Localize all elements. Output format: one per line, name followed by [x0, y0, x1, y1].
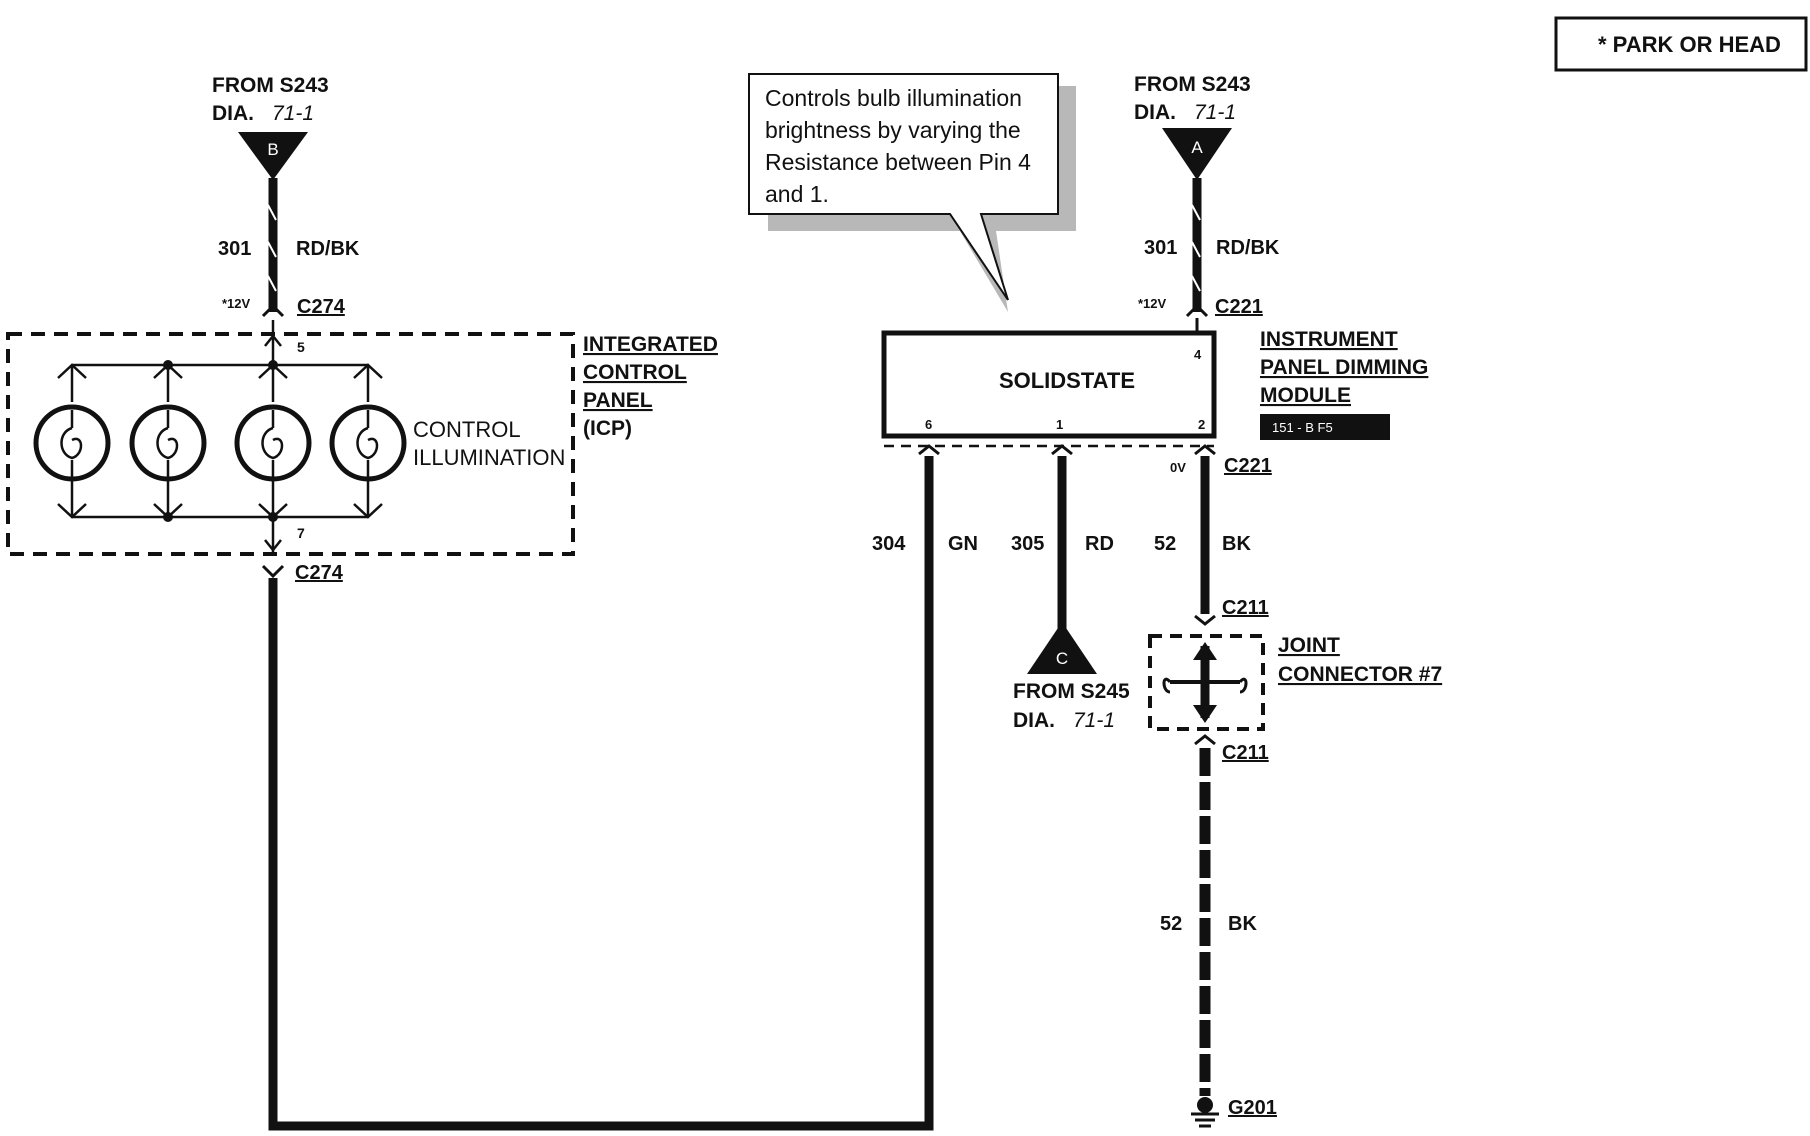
- module-name-line-2: PANEL DIMMING: [1260, 356, 1428, 379]
- module-pin-1: 1: [1056, 417, 1063, 432]
- joint-connector: JOINT CONNECTOR #7 C211: [1148, 634, 1442, 764]
- module-name-line-1: INSTRUMENT: [1260, 328, 1398, 351]
- wire-305-circuit: 305: [1011, 533, 1044, 555]
- source-a-letter: A: [1191, 138, 1203, 157]
- module-label: SOLIDSTATE: [999, 368, 1135, 393]
- module-ref: 151 - B F5: [1272, 420, 1333, 435]
- ground-icon: G201: [1191, 1097, 1277, 1128]
- icp-feed-color: RD/BK: [296, 238, 360, 260]
- module-pin-4: 4: [1194, 347, 1202, 362]
- source-c-letter: C: [1056, 649, 1068, 668]
- source-c: C FROM S245 DIA. 71-1: [1013, 622, 1130, 732]
- icp-feed-connector: C274: [297, 296, 346, 318]
- source-b-triangle: [238, 132, 308, 180]
- ground-label: G201: [1228, 1097, 1277, 1119]
- source-a: FROM S243 DIA. 71-1 A: [1134, 73, 1251, 180]
- module-feed-wire: 301 RD/BK *12V C221: [1138, 178, 1280, 318]
- module-feed-voltage: *12V: [1138, 296, 1167, 311]
- icp-name-line-4: (ICP): [583, 417, 632, 440]
- callout-line-2: brightness by varying the: [765, 117, 1021, 143]
- wire-304-circuit: 304: [872, 533, 906, 555]
- source-b-letter: B: [267, 140, 278, 159]
- bulb-icon: [33, 363, 111, 519]
- source-b-from: FROM S243: [212, 74, 329, 97]
- wire-52-top: 0V C221 52 BK C211: [1154, 444, 1272, 626]
- icp-function-line-1: CONTROL: [413, 417, 521, 442]
- module-out-connector: C221: [1224, 455, 1272, 477]
- joint-line-2: CONNECTOR #7: [1278, 663, 1442, 686]
- wire-52-top-circuit: 52: [1154, 533, 1176, 555]
- module-pin-6: 6: [925, 417, 932, 432]
- source-b: FROM S243 DIA. 71-1 B: [212, 74, 329, 180]
- icp-name-line-2: CONTROL: [583, 361, 687, 384]
- wire-52-bottom: 52 BK: [1160, 748, 1257, 1096]
- wire-305-color: RD: [1085, 533, 1114, 555]
- wire-52-top-connector: C211: [1222, 597, 1269, 619]
- module-feed-color: RD/BK: [1216, 237, 1280, 259]
- source-c-from: FROM S245: [1013, 680, 1130, 703]
- bulb-icon: [129, 363, 207, 519]
- module-feed-circuit: 301: [1144, 237, 1177, 259]
- icp-name: INTEGRATED CONTROL PANEL (ICP): [583, 333, 718, 440]
- icp-pin-top: 5: [297, 339, 305, 355]
- wire-304-color: GN: [948, 533, 978, 555]
- wire-305: 305 RD: [1011, 444, 1114, 640]
- source-a-triangle: [1162, 128, 1232, 180]
- icp-pin-bottom: 7: [297, 525, 305, 541]
- icp-feed-voltage: *12V: [222, 296, 251, 311]
- source-c-triangle: [1027, 622, 1097, 674]
- source-a-dia: DIA.: [1134, 101, 1176, 124]
- callout-line-1: Controls bulb illumination: [765, 85, 1022, 111]
- icp-box: 5 7: [6, 320, 575, 556]
- wire-52-top-color: BK: [1222, 533, 1251, 555]
- callout-line-4: and 1.: [765, 181, 829, 207]
- source-c-page: 71-1: [1073, 709, 1115, 732]
- joint-bottom-connector: C211: [1222, 742, 1269, 764]
- icp-feed-wire: 301 RD/BK *12V C274: [218, 178, 360, 318]
- icp-name-line-1: INTEGRATED: [583, 333, 718, 356]
- callout: Controls bulb illumination brightness by…: [748, 73, 1076, 312]
- legend-text: * PARK OR HEAD: [1598, 32, 1781, 57]
- module-name: INSTRUMENT PANEL DIMMING MODULE 151 - B …: [1260, 328, 1428, 440]
- source-c-dia: DIA.: [1013, 709, 1055, 732]
- bulb-icon: [329, 363, 407, 519]
- wire-52-bottom-circuit: 52: [1160, 913, 1182, 935]
- callout-line-3: Resistance between Pin 4: [765, 149, 1031, 175]
- icp-feed-circuit: 301: [218, 238, 251, 260]
- module-out-voltage: 0V: [1170, 460, 1186, 475]
- icp-function-line-2: ILLUMINATION: [413, 445, 565, 470]
- joint-line-1: JOINT: [1278, 634, 1340, 657]
- legend: * PARK OR HEAD: [1554, 16, 1808, 72]
- module-pin-2: 2: [1198, 417, 1205, 432]
- bulb-icon: [234, 363, 312, 519]
- source-a-from: FROM S243: [1134, 73, 1251, 96]
- module-name-line-3: MODULE: [1260, 384, 1351, 407]
- dimming-module: SOLIDSTATE 4 6 1 2: [881, 318, 1217, 448]
- source-a-page: 71-1: [1194, 101, 1236, 124]
- icp-bottom-connector: C274: [295, 562, 344, 584]
- icp-name-line-3: PANEL: [583, 389, 653, 412]
- wire-52-bottom-color: BK: [1228, 913, 1257, 935]
- source-b-dia: DIA.: [212, 102, 254, 125]
- icp-return-wire: C274: [261, 460, 934, 1131]
- wire-304: 304 GN: [872, 444, 978, 1126]
- source-b-page: 71-1: [272, 102, 314, 125]
- module-feed-connector: C221: [1215, 296, 1263, 318]
